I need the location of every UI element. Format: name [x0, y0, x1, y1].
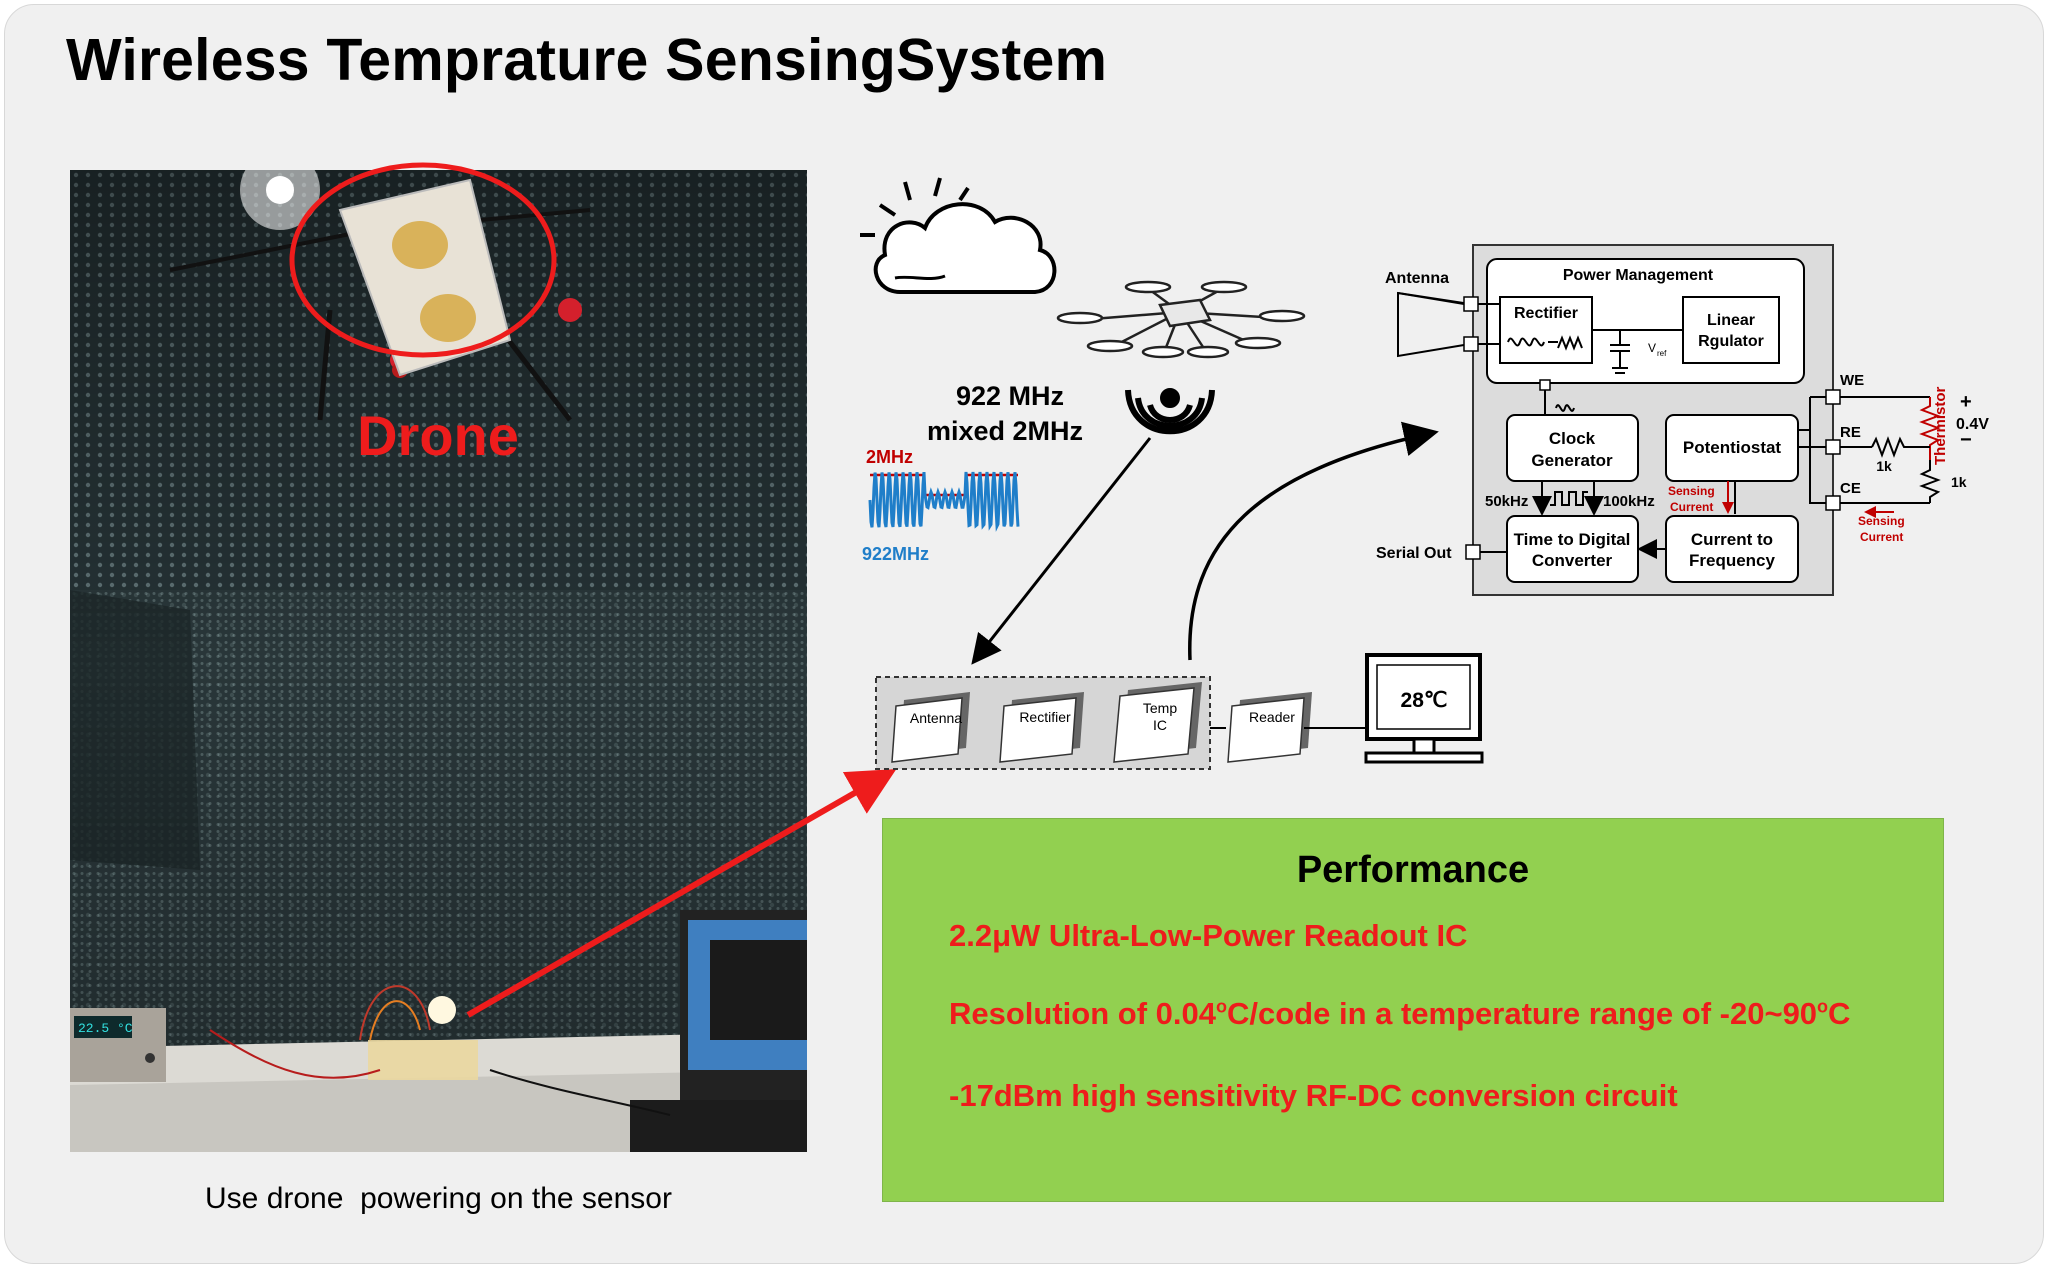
performance-panel: Performance 2.2μW Ultra-Low-Power Readou…: [882, 818, 1944, 1202]
monitor-icon: 28℃: [1364, 653, 1484, 764]
chain-block-reader: Reader: [1227, 692, 1312, 763]
drone-label: Drone: [357, 404, 519, 467]
ic-block-diagram: Antenna Power Management Rectifier V ref…: [1376, 244, 1989, 596]
svg-text:Potentiostat: Potentiostat: [1683, 438, 1782, 457]
laptop: [630, 910, 807, 1152]
svg-text:Current to: Current to: [1691, 530, 1773, 549]
svg-text:Reader: Reader: [1249, 709, 1295, 725]
wireless-signal-icon: [1125, 388, 1215, 435]
svg-text:Frequency: Frequency: [1689, 551, 1776, 570]
chamber-photo: 22.5 °C: [70, 170, 807, 1152]
svg-text:−: −: [1960, 429, 1972, 451]
svg-text:Rgulator: Rgulator: [1698, 333, 1764, 350]
drone-in-photo: [169, 178, 591, 422]
svg-text:Clock: Clock: [1549, 429, 1596, 448]
svg-text:0.4V: 0.4V: [1956, 416, 1989, 433]
svg-text:Time to Digital: Time to Digital: [1514, 530, 1631, 549]
svg-text:Antenna: Antenna: [910, 710, 962, 726]
chain-block-rectifier: Rectifier: [999, 692, 1084, 763]
modulated-waveform-icon: 2MHz 922MHz: [862, 447, 1020, 564]
svg-text:1k: 1k: [1951, 474, 1967, 490]
drone-icon: [1056, 280, 1306, 359]
drone-to-chain-arrow: [971, 437, 1152, 665]
weather-cloud-icon: [860, 177, 1057, 294]
chain-block-temp-ic: Temp IC: [1113, 682, 1202, 763]
high-freq-label: 922MHz: [862, 544, 929, 564]
multimeter: 22.5 °C: [70, 1008, 166, 1082]
drone-highlight-circle: [289, 162, 557, 358]
svg-text:WE: WE: [1840, 372, 1864, 389]
performance-item-power: 2.2μW Ultra-Low-Power Readout IC: [949, 918, 1468, 953]
svg-text:Rectifier: Rectifier: [1019, 709, 1071, 725]
svg-text:Serial Out: Serial Out: [1376, 545, 1452, 562]
sensor-to-chain-arrow: [466, 769, 897, 1018]
chain-block-antenna: Antenna: [891, 692, 970, 763]
svg-text:+: +: [1960, 391, 1972, 413]
svg-text:Thermistor: Thermistor: [1932, 386, 1949, 465]
sensor-board: [209, 985, 671, 1116]
svg-text:ref: ref: [1657, 349, 1667, 358]
svg-text:100kHz: 100kHz: [1603, 493, 1655, 510]
svg-text:Generator: Generator: [1531, 451, 1613, 470]
low-freq-label: 2MHz: [866, 447, 913, 467]
performance-item-resolution: Resolution of 0.04oC/code in a temperatu…: [949, 996, 1851, 1031]
ic-detail-arrow: [1188, 421, 1439, 661]
svg-text:IC: IC: [1153, 717, 1167, 733]
performance-title: Performance: [1296, 849, 1530, 891]
performance-item-sensitivity: -17dBm high sensitivity RF-DC conversion…: [949, 1078, 1678, 1113]
photo-caption: Use drone powering on the sensor: [205, 1182, 672, 1215]
svg-text:Current: Current: [1860, 530, 1903, 544]
svg-text:Sensing: Sensing: [1668, 484, 1715, 498]
svg-text:Rectifier: Rectifier: [1514, 305, 1578, 322]
svg-text:22.5 °C: 22.5 °C: [78, 1021, 133, 1036]
svg-text:Temp: Temp: [1143, 700, 1177, 716]
svg-text:V: V: [1648, 341, 1656, 355]
monitor-reading: 28℃: [1401, 689, 1448, 712]
mixed-freq-label: mixed 2MHz: [927, 416, 1083, 446]
carrier-wave: [868, 471, 1020, 532]
svg-text:Linear: Linear: [1707, 312, 1755, 329]
ic-antenna-label: Antenna: [1385, 270, 1449, 287]
svg-text:1k: 1k: [1876, 458, 1892, 474]
svg-text:50kHz: 50kHz: [1485, 493, 1528, 510]
svg-text:CE: CE: [1840, 480, 1861, 497]
svg-text:Sensing: Sensing: [1858, 514, 1905, 528]
page-title: Wireless Temprature SensingSystem: [66, 27, 1108, 93]
svg-text:RE: RE: [1840, 424, 1861, 441]
svg-text:Converter: Converter: [1532, 551, 1613, 570]
svg-text:Power Management: Power Management: [1563, 267, 1714, 284]
carrier-freq-label: 922 MHz: [956, 381, 1064, 411]
svg-text:Current: Current: [1670, 500, 1713, 514]
